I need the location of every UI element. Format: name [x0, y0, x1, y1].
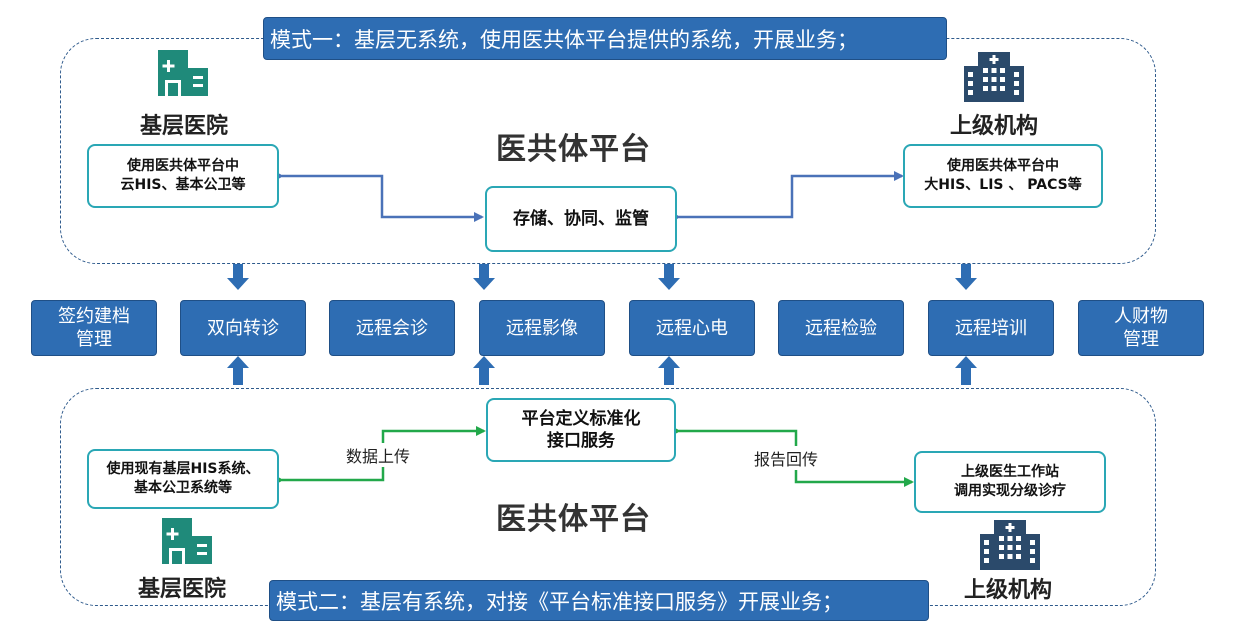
clinic-icon	[160, 516, 214, 566]
service-remote-training: 远程培训	[928, 300, 1054, 356]
mode2-banner: 模式二：基层有系统，对接《平台标准接口服务》开展业务；	[269, 580, 929, 621]
mode1-platform-title: 医共体平台	[496, 132, 651, 167]
mode2-right-site-label: 上级机构	[963, 578, 1052, 603]
report-return-label: 报告回传	[752, 446, 821, 470]
mode2-platform-title: 医共体平台	[496, 502, 651, 537]
box-line: 使用现有基层HIS系统、	[106, 461, 260, 477]
service-remote-consultation: 远程会诊	[329, 300, 455, 356]
clinic-icon	[156, 48, 210, 98]
box-line: 上级医生工作站	[961, 464, 1059, 480]
service-line: 双向转诊	[207, 317, 279, 339]
box-line: 使用医共体平台中	[947, 158, 1059, 174]
mode1-center-box: 存储、协同、监管	[485, 186, 677, 252]
mode1-right-site-label: 上级机构	[949, 114, 1038, 139]
mode1-left-connector	[274, 171, 484, 222]
mode2-left-site-label: 基层医院	[137, 577, 226, 602]
service-remote-imaging: 远程影像	[479, 300, 605, 356]
mode2-right-system-box: 上级医生工作站 调用实现分级诊疗	[914, 451, 1106, 513]
service-line: 管理	[1123, 329, 1159, 350]
mode1-left-site-label: 基层医院	[139, 114, 228, 139]
box-line: 基本公卫系统等	[134, 480, 232, 496]
box-line: 存储、协同、监管	[513, 209, 649, 229]
down-arrows	[227, 264, 977, 290]
service-line: 远程心电	[656, 317, 728, 339]
box-line: 平台定义标准化	[521, 409, 641, 429]
service-line: 远程培训	[955, 317, 1027, 339]
hospital-building-icon	[962, 50, 1026, 102]
up-arrows	[227, 356, 977, 385]
service-line: 管理	[76, 329, 112, 350]
mode1-left-system-box: 使用医共体平台中 云HIS、基本公卫等	[87, 144, 279, 208]
service-line: 远程影像	[506, 317, 578, 339]
service-line: 远程检验	[805, 317, 877, 339]
mode1-right-connector	[671, 171, 904, 222]
hospital-building-icon	[978, 518, 1042, 570]
box-line: 云HIS、基本公卫等	[120, 177, 246, 193]
mode2-center-box: 平台定义标准化 接口服务	[486, 398, 676, 462]
data-upload-label: 数据上传	[344, 443, 413, 467]
service-line: 签约建档	[58, 306, 130, 327]
service-hr-finance-assets: 人财物 管理	[1078, 300, 1204, 356]
box-line: 使用医共体平台中	[127, 158, 239, 174]
box-line: 调用实现分级诊疗	[954, 483, 1066, 499]
mode1-banner: 模式一：基层无系统，使用医共体平台提供的系统，开展业务；	[263, 17, 947, 60]
service-line: 远程会诊	[356, 317, 428, 339]
service-two-way-referral: 双向转诊	[180, 300, 306, 356]
box-line: 大HIS、LIS 、 PACS等	[924, 177, 1082, 193]
service-contract-archive: 签约建档 管理	[31, 300, 157, 356]
mode1-right-system-box: 使用医共体平台中 大HIS、LIS 、 PACS等	[903, 144, 1103, 208]
service-line: 人财物	[1114, 306, 1168, 327]
service-remote-lab: 远程检验	[778, 300, 904, 356]
service-remote-ecg: 远程心电	[629, 300, 755, 356]
mode2-left-system-box: 使用现有基层HIS系统、 基本公卫系统等	[87, 449, 279, 509]
box-line: 接口服务	[547, 431, 615, 451]
